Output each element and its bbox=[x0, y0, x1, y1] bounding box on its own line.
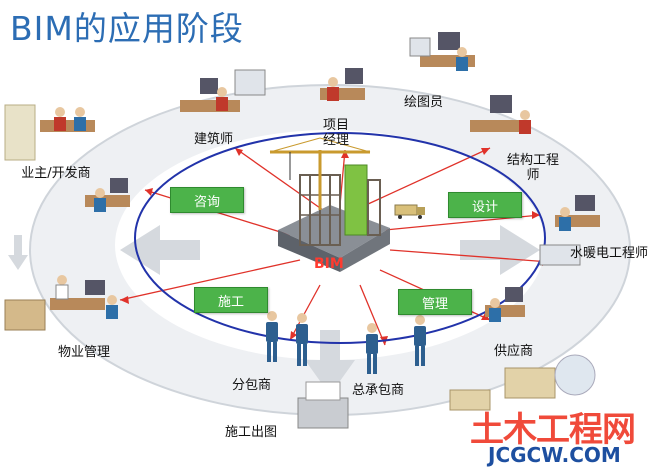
role-drafter: 绘图员 bbox=[404, 95, 444, 110]
role-general-contractor: 总承包商 bbox=[352, 383, 405, 398]
watermark-chinese: 土木工程网 bbox=[470, 410, 636, 450]
bim-center-label: BIM bbox=[314, 256, 344, 272]
role-owner-developer: 业主/开发商 bbox=[21, 166, 91, 181]
bim-ellipse bbox=[134, 132, 546, 344]
role-structural-engineer: 结构工程师 bbox=[506, 153, 559, 183]
role-mep-engineer: 水暖电工程师 bbox=[570, 246, 649, 261]
watermark-url: JCGCW.COM bbox=[488, 443, 621, 467]
truck-illustration bbox=[394, 204, 425, 219]
role-supplier: 供应商 bbox=[494, 344, 534, 359]
workstations bbox=[4, 32, 600, 429]
role-plotting: 施工出图 bbox=[225, 425, 278, 440]
stage-construct: 施工 bbox=[194, 287, 268, 313]
role-property-management: 物业管理 bbox=[58, 345, 111, 360]
role-subcontractor: 分包商 bbox=[232, 378, 272, 393]
building-illustration bbox=[269, 137, 390, 272]
role-project-manager: 项目经理 bbox=[322, 118, 349, 148]
stage-consult: 咨询 bbox=[170, 187, 244, 213]
page-title: BIM的应用阶段 bbox=[10, 9, 244, 48]
stage-manage: 管理 bbox=[398, 289, 472, 315]
worker-figures bbox=[266, 311, 426, 374]
stage-design: 设计 bbox=[448, 192, 522, 218]
role-architect: 建筑师 bbox=[194, 132, 234, 147]
